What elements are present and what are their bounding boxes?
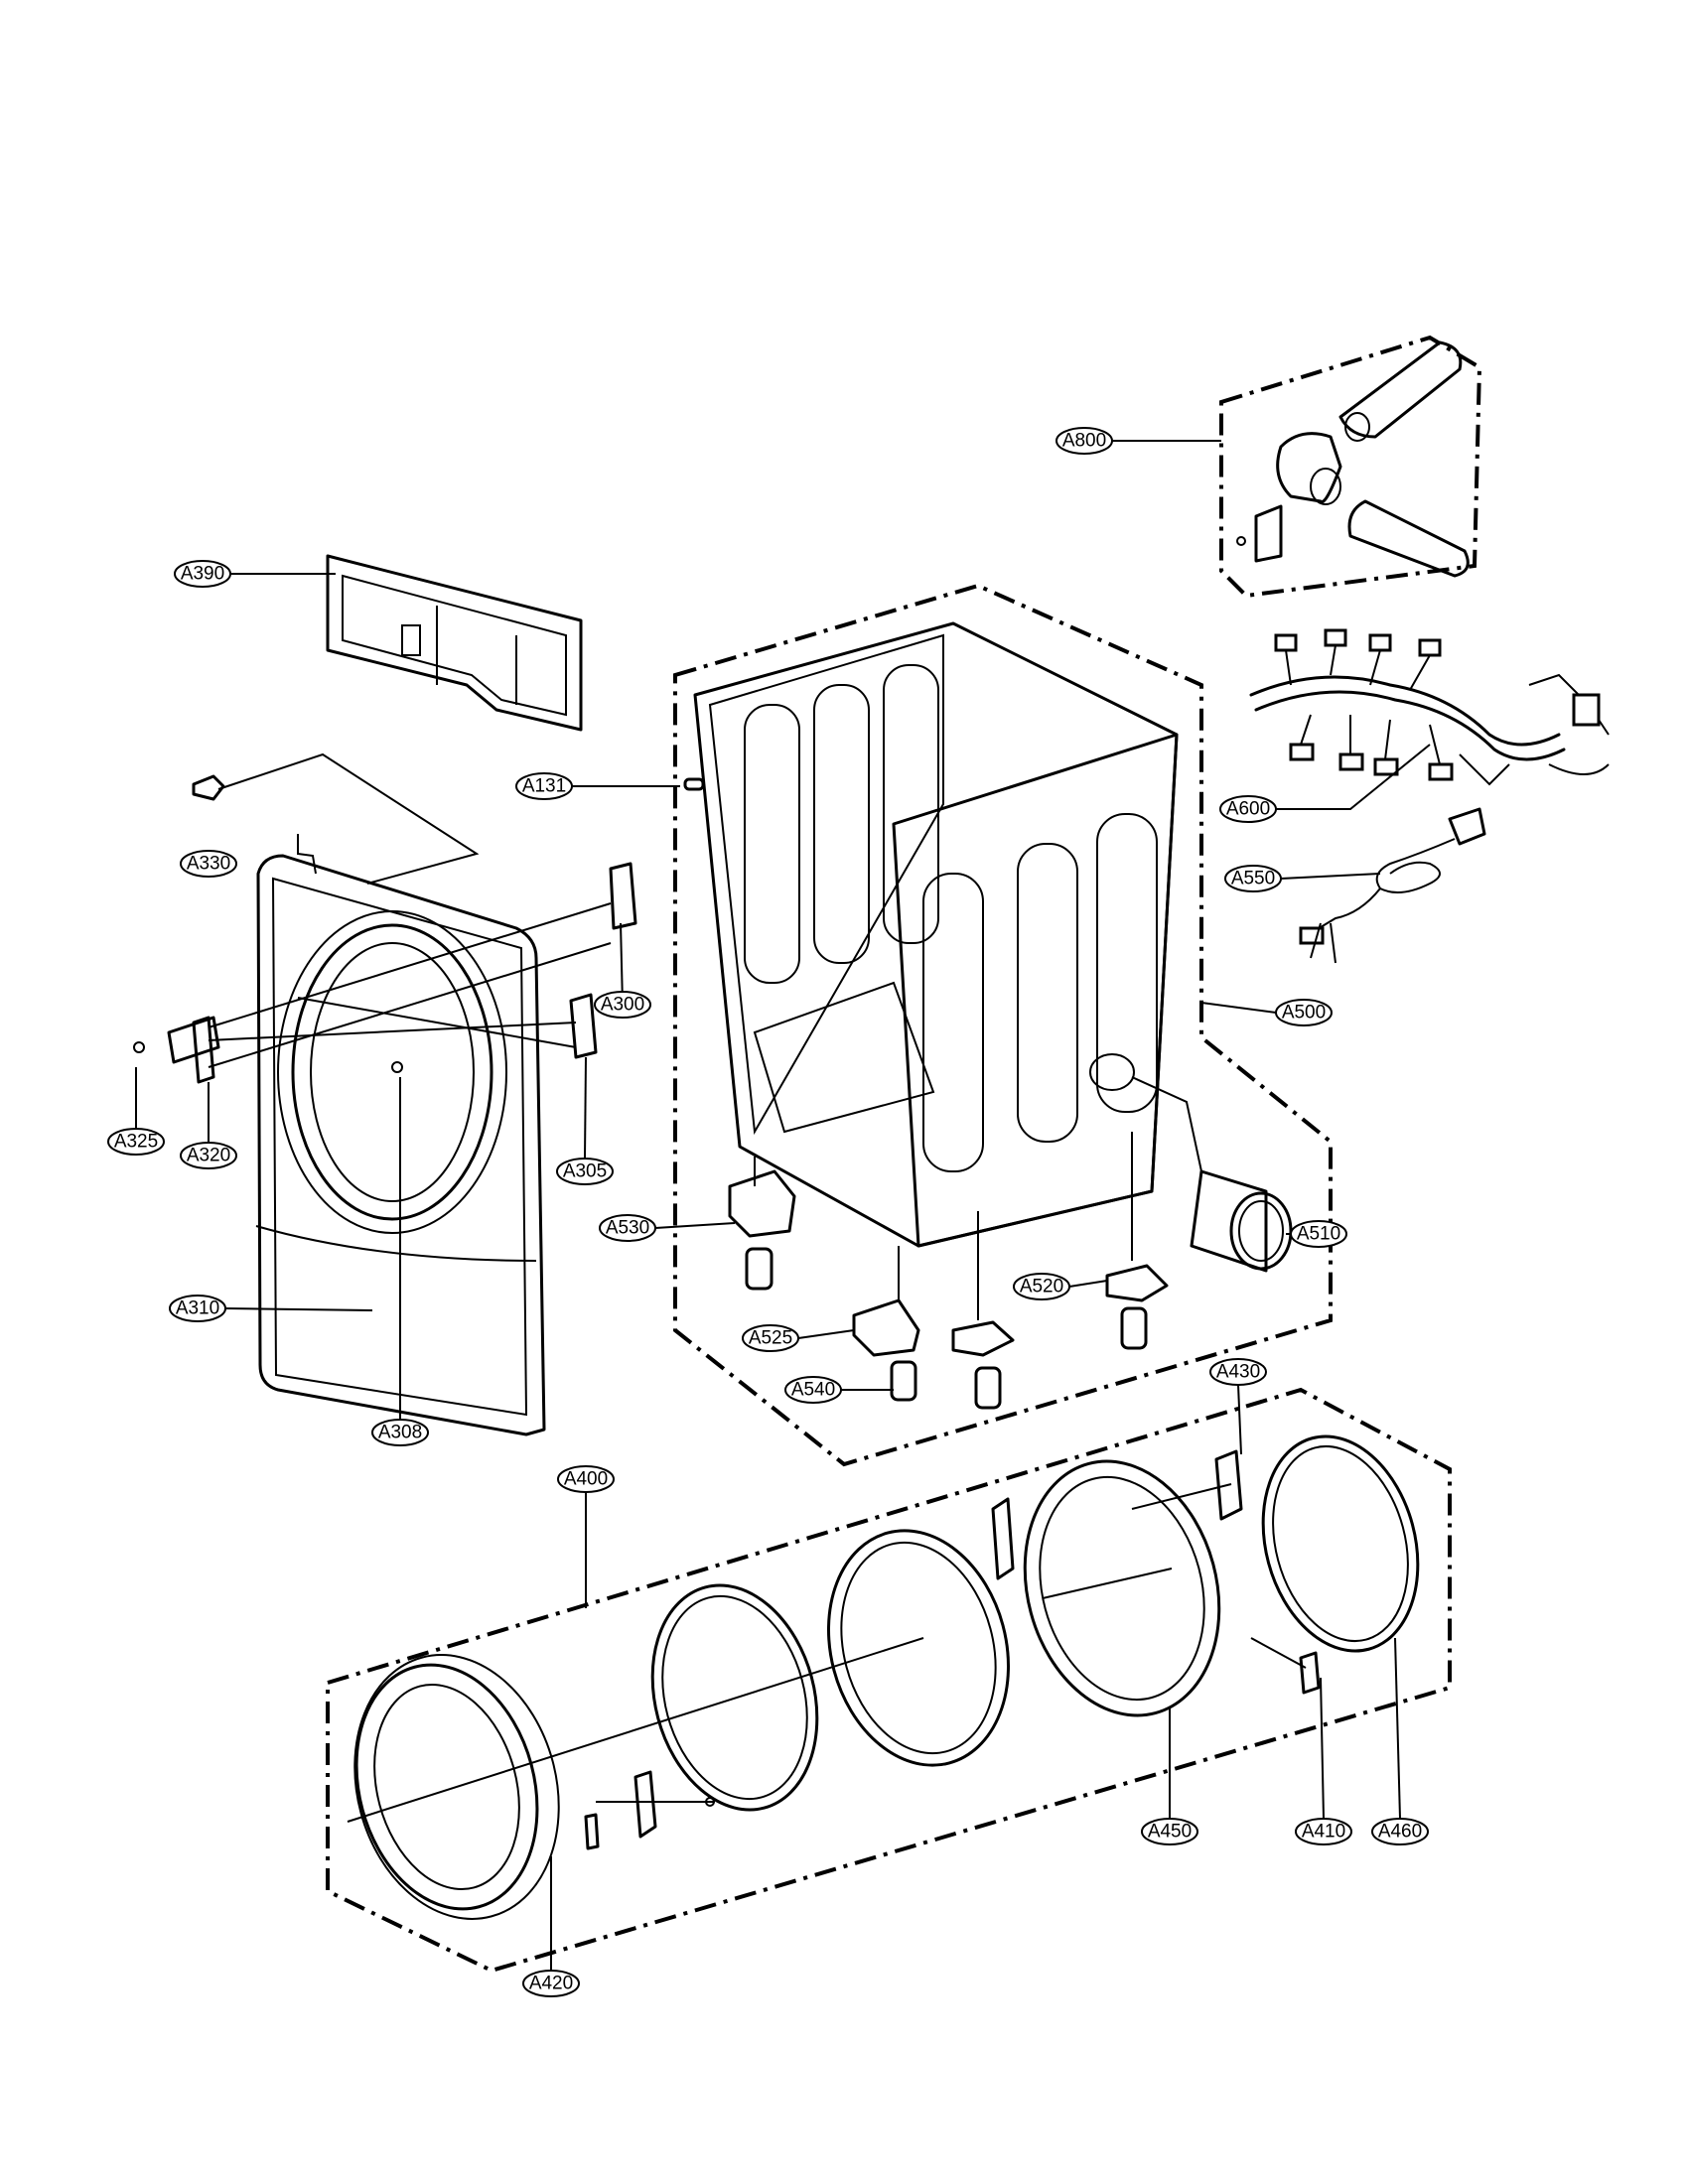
- callout-A131[interactable]: A131: [515, 772, 573, 800]
- callout-A525[interactable]: A525: [742, 1324, 799, 1352]
- callout-A390[interactable]: A390: [174, 560, 231, 588]
- svg-text:A520: A520: [1020, 1277, 1063, 1297]
- svg-text:A430: A430: [1216, 1362, 1260, 1383]
- callout-A500[interactable]: A500: [1275, 999, 1333, 1026]
- callout-A520[interactable]: A520: [1013, 1273, 1070, 1300]
- svg-text:A540: A540: [791, 1380, 835, 1401]
- control-panel-bracket-part: [326, 554, 583, 732]
- svg-text:A131: A131: [522, 776, 566, 797]
- svg-text:A300: A300: [601, 995, 644, 1016]
- front-panel-part: [255, 834, 546, 1436]
- svg-text:A330: A330: [187, 854, 230, 875]
- cabinet-part: [683, 621, 1179, 1248]
- svg-text:A600: A600: [1226, 799, 1270, 820]
- callout-A320[interactable]: A320: [180, 1142, 237, 1169]
- callout-A600[interactable]: A600: [1219, 795, 1277, 823]
- callout-A550[interactable]: A550: [1224, 865, 1282, 892]
- svg-text:A310: A310: [176, 1298, 219, 1319]
- callout-A530[interactable]: A530: [599, 1214, 656, 1242]
- callout-A540[interactable]: A540: [784, 1376, 842, 1404]
- clip-part: [192, 752, 480, 885]
- svg-text:A510: A510: [1297, 1224, 1340, 1245]
- door-group-border: [326, 1387, 1452, 1974]
- exhaust-duct-part: [1131, 1076, 1293, 1273]
- callout-A305[interactable]: A305: [556, 1158, 614, 1185]
- svg-text:A410: A410: [1302, 1822, 1345, 1843]
- svg-text:A460: A460: [1378, 1822, 1422, 1843]
- svg-text:A420: A420: [529, 1974, 573, 1994]
- door-assembly-parts: [347, 1434, 1420, 1920]
- callout-A308[interactable]: A308: [371, 1419, 429, 1446]
- svg-text:A500: A500: [1282, 1003, 1326, 1024]
- svg-text:A450: A450: [1148, 1822, 1192, 1843]
- callout-A325[interactable]: A325: [107, 1128, 165, 1156]
- svg-text:A550: A550: [1231, 869, 1275, 889]
- svg-text:A308: A308: [378, 1423, 422, 1443]
- callout-A430[interactable]: A430: [1209, 1358, 1267, 1386]
- callout-A800[interactable]: A800: [1055, 427, 1113, 455]
- callout-A510[interactable]: A510: [1290, 1220, 1347, 1248]
- callout-A450[interactable]: A450: [1141, 1818, 1198, 1845]
- svg-text:A390: A390: [181, 564, 224, 585]
- leveling-legs-parts: [728, 1132, 1169, 1410]
- callout-A300[interactable]: A300: [594, 991, 651, 1019]
- wire-harness-part: [1249, 628, 1610, 786]
- svg-text:A525: A525: [749, 1328, 792, 1349]
- svg-text:A530: A530: [606, 1218, 649, 1239]
- cabinet-group-border: [673, 583, 1333, 1467]
- power-cord-part: [1299, 807, 1486, 964]
- leader-lines: [135, 440, 1431, 1971]
- callout-A400[interactable]: A400: [557, 1465, 615, 1493]
- callout-A410[interactable]: A410: [1295, 1818, 1352, 1845]
- svg-text:A305: A305: [563, 1161, 607, 1182]
- svg-text:A400: A400: [564, 1469, 608, 1490]
- svg-text:A320: A320: [187, 1146, 230, 1166]
- hinge-bracket-parts: [133, 862, 637, 1084]
- callout-A460[interactable]: A460: [1371, 1818, 1429, 1845]
- callout-A330[interactable]: A330: [180, 850, 237, 878]
- svg-text:A325: A325: [114, 1132, 158, 1153]
- duct-kit-part: [1236, 341, 1470, 578]
- svg-text:A800: A800: [1062, 431, 1106, 452]
- callout-A420[interactable]: A420: [522, 1970, 580, 1997]
- callout-A310[interactable]: A310: [169, 1295, 226, 1322]
- duct-kit-group-border: [1219, 335, 1482, 599]
